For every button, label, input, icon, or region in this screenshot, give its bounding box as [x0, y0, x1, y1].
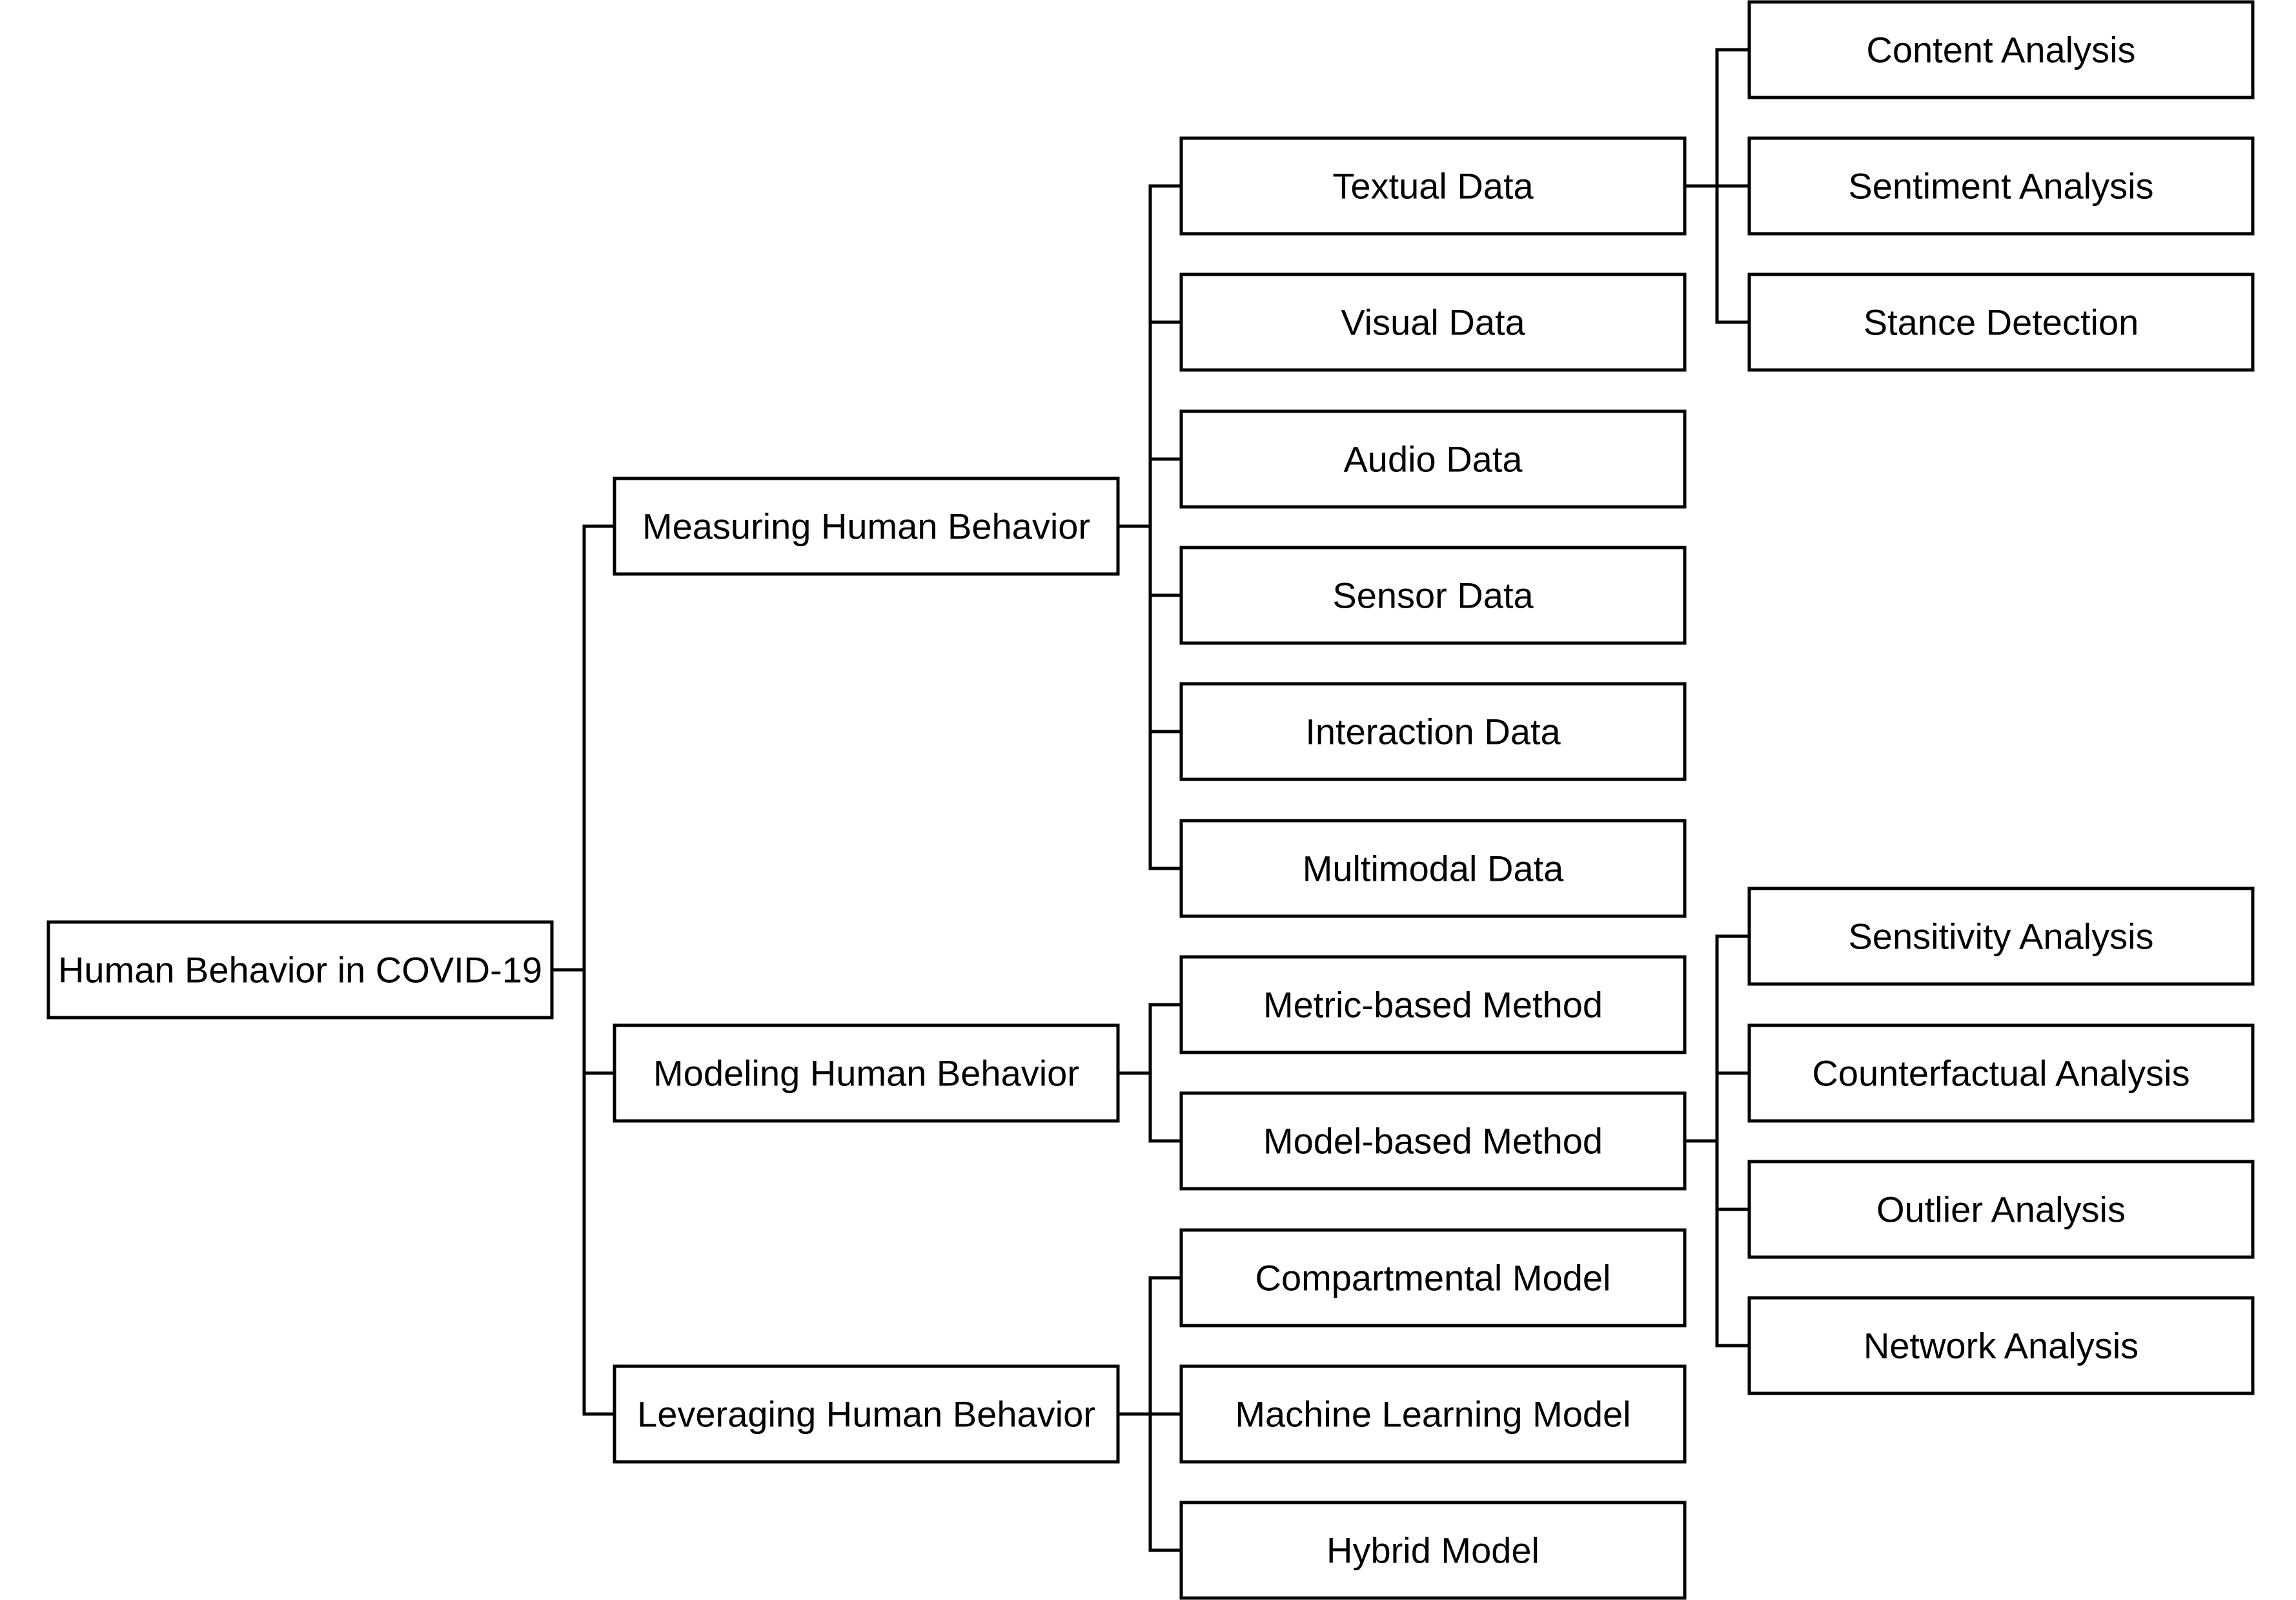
node-audio-data: Audio Data [1179, 409, 1687, 509]
node-sensitivity-analysis-label: Sensitivity Analysis [1848, 916, 2153, 957]
node-root-label: Human Behavior in COVID-19 [58, 950, 542, 990]
node-measuring-label: Measuring Human Behavior [642, 506, 1090, 547]
node-stance-detection: Stance Detection [1747, 272, 2255, 372]
node-outlier-analysis: Outlier Analysis [1747, 1160, 2255, 1259]
node-metric-based-method: Metric-based Method [1179, 955, 1687, 1054]
node-sensor-data-label: Sensor Data [1332, 575, 1534, 616]
connector-measuring [1116, 184, 1182, 870]
connector-modeling [1116, 1003, 1182, 1143]
node-sensitivity-analysis: Sensitivity Analysis [1747, 887, 2255, 986]
node-network-analysis-label: Network Analysis [1864, 1326, 2139, 1366]
node-sentiment-analysis: Sentiment Analysis [1747, 136, 2255, 236]
node-outlier-analysis-label: Outlier Analysis [1876, 1189, 2126, 1230]
node-visual-data-label: Visual Data [1341, 302, 1525, 343]
node-stance-detection-label: Stance Detection [1864, 302, 2139, 343]
node-multimodal-data: Multimodal Data [1179, 819, 1687, 918]
node-root: Human Behavior in COVID-19 [46, 920, 554, 1020]
node-hybrid-model: Hybrid Model [1179, 1501, 1687, 1600]
node-hybrid-model-label: Hybrid Model [1326, 1530, 1539, 1571]
node-content-analysis-label: Content Analysis [1866, 30, 2135, 70]
node-interaction-data-label: Interaction Data [1305, 712, 1561, 752]
node-sentiment-analysis-label: Sentiment Analysis [1848, 166, 2153, 207]
connector-leveraging [1116, 1276, 1182, 1552]
node-content-analysis: Content Analysis [1747, 0, 2255, 99]
node-visual-data: Visual Data [1179, 272, 1687, 372]
connector-model-based [1683, 934, 1750, 1348]
node-modeling: Modeling Human Behavior [613, 1023, 1120, 1123]
node-interaction-data: Interaction Data [1179, 682, 1687, 781]
node-leveraging: Leveraging Human Behavior [613, 1364, 1120, 1464]
connector-root [552, 524, 615, 1416]
node-modeling-label: Modeling Human Behavior [653, 1053, 1079, 1094]
node-textual-data-label: Textual Data [1332, 166, 1534, 207]
node-compartmental-model: Compartmental Model [1179, 1228, 1687, 1328]
connector-textual [1683, 48, 1750, 324]
node-network-analysis: Network Analysis [1747, 1296, 2255, 1395]
node-measuring: Measuring Human Behavior [613, 477, 1120, 576]
node-counterfactual-analysis: Counterfactual Analysis [1747, 1023, 2255, 1123]
node-metric-based-method-label: Metric-based Method [1263, 985, 1603, 1025]
node-machine-learning-model: Machine Learning Model [1179, 1364, 1687, 1464]
node-counterfactual-analysis-label: Counterfactual Analysis [1812, 1053, 2189, 1094]
node-machine-learning-model-label: Machine Learning Model [1235, 1394, 1631, 1435]
node-sensor-data: Sensor Data [1179, 546, 1687, 645]
node-audio-data-label: Audio Data [1343, 439, 1523, 480]
node-model-based-method-label: Model-based Method [1263, 1121, 1603, 1162]
connectors [552, 48, 1750, 1552]
node-model-based-method: Model-based Method [1179, 1091, 1687, 1191]
node-textual-data: Textual Data [1179, 136, 1687, 236]
node-leveraging-label: Leveraging Human Behavior [637, 1394, 1095, 1435]
node-multimodal-data-label: Multimodal Data [1303, 848, 1564, 889]
node-compartmental-model-label: Compartmental Model [1255, 1258, 1611, 1298]
